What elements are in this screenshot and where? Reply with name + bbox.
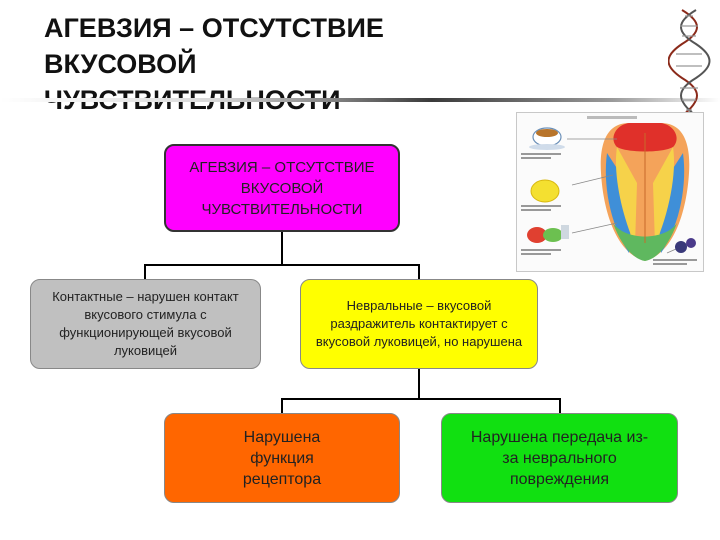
connector-to-contact [144,264,146,279]
connector-root-down [281,232,283,265]
node-contact-type: Контактные – нарушен контакт вкусового с… [30,279,261,369]
root-node-ageusia: АГЕВЗИЯ – ОТСУТСТВИЕ ВКУСОВОЙ ЧУВСТВИТЕЛ… [164,144,400,232]
connector-to-transmission [559,398,561,413]
connector-neural-down [418,369,420,399]
contact-node-label: Контактные – нарушен контакт вкусового с… [52,289,239,358]
connector-level1-horizontal [144,264,420,266]
node-neural-type: Невральные – вкусовой раздражитель конта… [300,279,538,369]
connector-to-neural [418,264,420,279]
connector-to-receptor [281,398,283,413]
root-node-label: АГЕВЗИЯ – ОТСУТСТВИЕ ВКУСОВОЙ ЧУВСТВИТЕЛ… [189,158,375,218]
node-receptor-dysfunction: Нарушена функция рецептора [164,413,400,503]
tongue-diagram-icon [521,116,697,265]
transmission-node-label: Нарушена передача из-за неврального повр… [470,428,649,488]
neural-node-label: Невральные – вкусовой раздражитель конта… [315,298,523,349]
node-transmission-disorder: Нарушена передача из-за неврального повр… [441,413,678,503]
tongue-taste-zones-illustration [516,112,704,272]
receptor-node-label: Нарушена функция рецептора [242,428,322,488]
title-divider [0,98,720,102]
connector-level2-horizontal [281,398,561,400]
dna-helix-icon [668,9,711,117]
